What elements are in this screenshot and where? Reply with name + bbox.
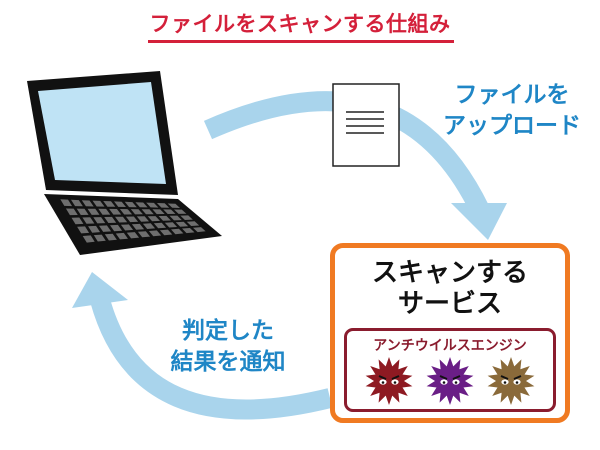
keyboard-key xyxy=(169,215,182,221)
virus-tan-icon xyxy=(487,357,535,405)
result-arrow xyxy=(90,297,333,420)
keyboard-key xyxy=(103,201,116,207)
virus-purple-icon xyxy=(426,357,474,405)
keyboard-key xyxy=(115,232,128,240)
keyboard-key xyxy=(156,203,170,208)
result-label: 判定した 結果を通知 xyxy=(148,316,308,378)
keyboard-key xyxy=(174,209,187,214)
upload-label: ファイルを アップロード xyxy=(432,80,592,142)
keyboard-key xyxy=(141,209,154,215)
keyboard-key xyxy=(71,199,83,207)
keyboard-key xyxy=(153,222,167,229)
keyboard-key xyxy=(65,208,78,216)
keyboard-key xyxy=(104,216,117,223)
keyboard-key xyxy=(163,209,176,214)
keyboard-key xyxy=(193,227,206,233)
keyboard-key xyxy=(186,221,200,226)
keyboard-key xyxy=(87,208,100,215)
keyboard-key xyxy=(148,230,162,237)
keyboard-key xyxy=(71,217,84,225)
virus-row xyxy=(365,357,535,405)
keyboard-key xyxy=(175,221,189,227)
keyboard-key xyxy=(135,202,148,208)
engine-title: アンチウイルスエンジン xyxy=(373,338,527,354)
keyboard-key xyxy=(124,201,137,208)
keyboard-key xyxy=(81,200,94,207)
upload-label-line: ファイルを xyxy=(454,82,570,108)
keyboard-key xyxy=(136,216,149,222)
keyboard-key xyxy=(82,217,95,224)
title-underline xyxy=(148,40,454,43)
upload-arrow-head xyxy=(451,203,507,240)
upload-label-line: アップロード xyxy=(443,113,581,139)
keyboard-key xyxy=(115,216,128,223)
keyboard-key xyxy=(130,209,143,215)
keyboard-key xyxy=(171,228,184,235)
scan-service-box: スキャンする サービス アンチウイルスエンジン xyxy=(330,243,570,423)
keyboard-key xyxy=(88,225,101,233)
keyboard-key xyxy=(146,202,159,208)
result-arrow-head xyxy=(72,272,128,308)
document-icon xyxy=(332,83,400,167)
service-title-line: サービス xyxy=(397,289,502,319)
keyboard-key xyxy=(137,231,151,238)
keyboard-key xyxy=(180,215,193,220)
keyboard-key xyxy=(152,209,165,215)
keyboard-key xyxy=(93,234,106,242)
antivirus-engine-box: アンチウイルスエンジン xyxy=(344,328,556,412)
keyboard-key xyxy=(77,226,90,234)
keyboard-key xyxy=(147,216,160,222)
keyboard-key xyxy=(126,232,140,239)
keyboard-key xyxy=(114,201,126,207)
keyboard-key xyxy=(159,229,173,236)
keyboard-key xyxy=(182,228,195,234)
keyboard-key xyxy=(99,225,112,232)
keyboard-key xyxy=(164,222,178,228)
keyboard-key xyxy=(82,235,95,243)
virus-red-icon xyxy=(365,357,413,405)
diagram-title: ファイルをスキャンする仕組み xyxy=(149,12,451,36)
keyboard-key xyxy=(119,209,133,215)
keyboard-key xyxy=(76,208,89,215)
laptop-keyboard xyxy=(60,199,206,243)
keyboard-key xyxy=(142,223,156,229)
keyboard-key xyxy=(98,208,111,215)
laptop-icon xyxy=(27,71,222,255)
keyboard-key xyxy=(110,224,123,232)
keyboard-key xyxy=(93,217,106,224)
service-title: スキャンする サービス xyxy=(335,258,565,320)
keyboard-key xyxy=(167,203,180,208)
keyboard-key xyxy=(125,216,139,223)
keyboard-key xyxy=(158,215,171,221)
keyboard-key xyxy=(60,199,73,207)
service-title-line: スキャンする xyxy=(371,258,528,288)
result-label-line: 判定した xyxy=(182,318,274,344)
keyboard-key xyxy=(109,208,122,215)
keyboard-key xyxy=(92,200,105,207)
keyboard-key xyxy=(120,224,134,231)
keyboard-key xyxy=(104,233,117,241)
result-label-line: 結果を通知 xyxy=(170,349,286,375)
keyboard-key xyxy=(131,223,145,230)
